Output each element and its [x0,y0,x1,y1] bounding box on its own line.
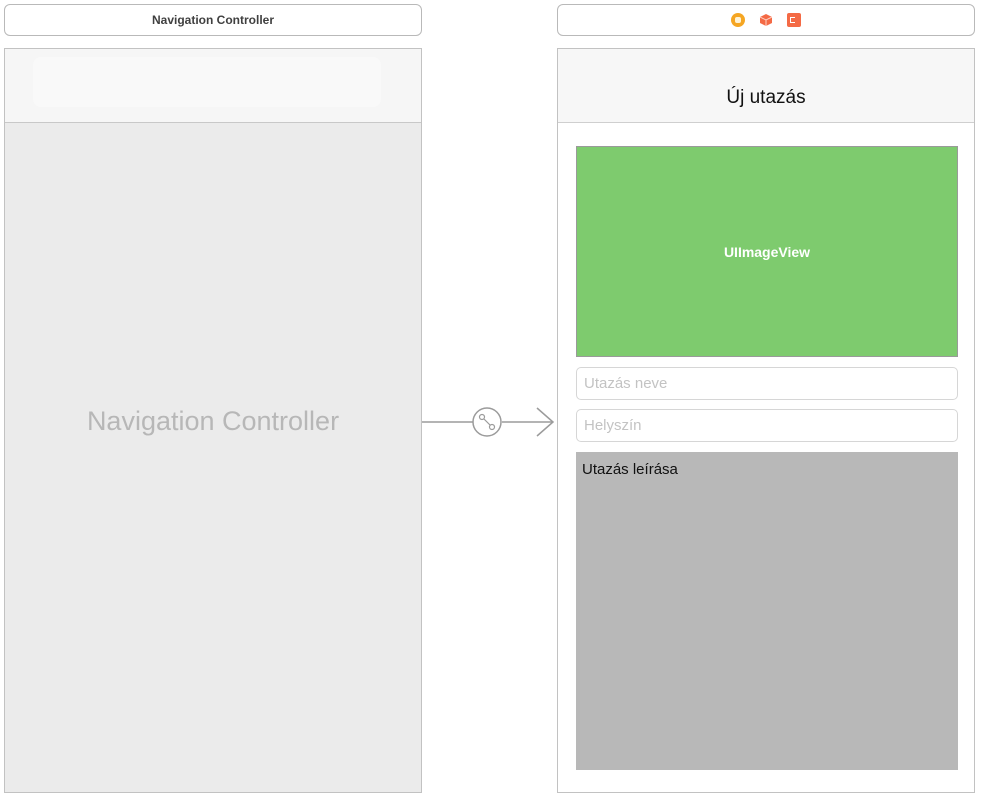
description-text: Utazás leírása [582,461,678,478]
view-controller-scene[interactable]: Új utazás UIImageView Utazás leírása [557,48,975,793]
view-controller-scene-dock[interactable] [557,4,975,36]
trip-description-text-view[interactable]: Utazás leírása [576,452,958,770]
relationship-segue-icon[interactable] [472,407,502,437]
trip-image-view[interactable]: UIImageView [576,146,958,357]
navigation-controller-scene-dock[interactable]: Navigation Controller [4,4,422,36]
navigation-bar [5,49,421,123]
navigation-bar: Új utazás [558,49,974,123]
navigation-controller-label: Navigation Controller [86,406,340,436]
image-view-label: UIImageView [723,243,811,260]
exit-icon[interactable] [787,13,801,27]
location-field[interactable] [576,409,958,442]
view-controller-icon[interactable] [731,13,745,27]
trip-name-field[interactable] [576,367,958,400]
navigation-controller-scene[interactable]: Navigation Controller [4,48,422,793]
relationship-segue[interactable] [422,405,557,439]
first-responder-icon[interactable] [759,13,773,27]
navigation-bar-placeholder [33,57,381,107]
navigation-title: Új utazás [726,87,806,108]
